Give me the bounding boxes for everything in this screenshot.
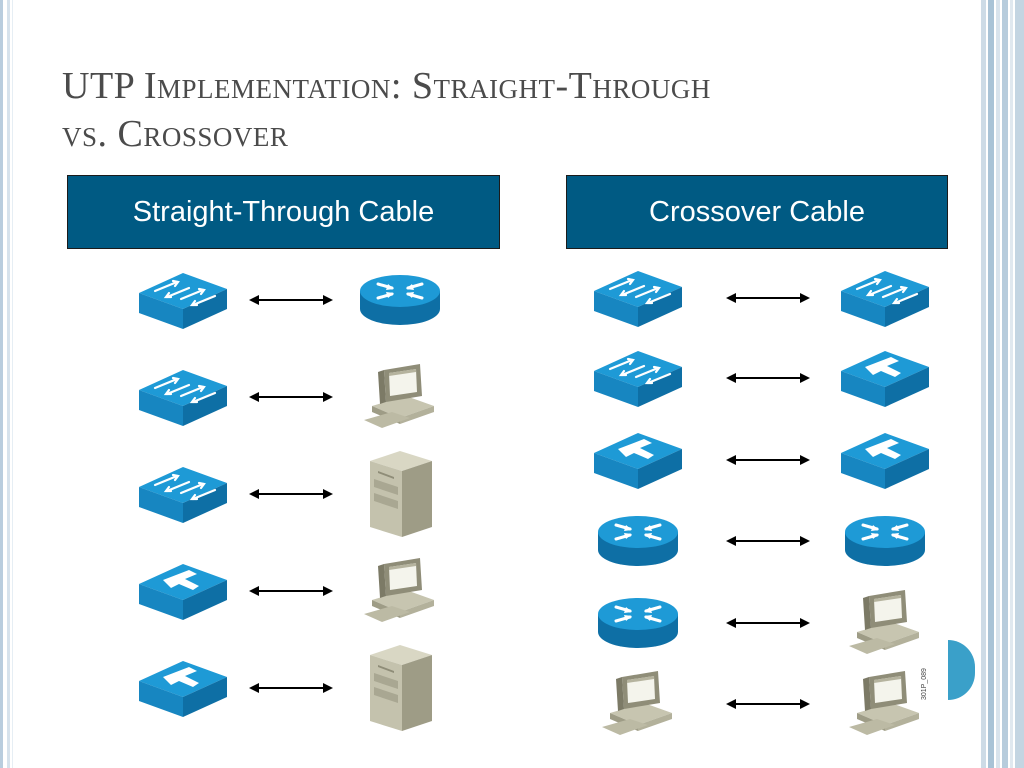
left-decor-rail xyxy=(12,0,13,768)
decor-half-circle xyxy=(948,640,975,700)
double-arrow-icon xyxy=(726,616,810,635)
switch-icon xyxy=(137,366,229,433)
double-arrow-icon xyxy=(249,584,333,603)
double-arrow-icon xyxy=(726,697,810,716)
router-icon xyxy=(358,271,442,334)
double-arrow-icon xyxy=(249,681,333,700)
crossover-header-label: Crossover Cable xyxy=(649,195,865,228)
hub-icon xyxy=(137,560,229,627)
double-arrow-icon xyxy=(726,291,810,310)
hub-icon xyxy=(839,429,931,496)
right-decor-rail xyxy=(988,0,994,768)
hub-icon xyxy=(839,347,931,414)
switch-icon xyxy=(137,463,229,530)
double-arrow-icon xyxy=(249,390,333,409)
right-decor-rail xyxy=(1002,0,1008,768)
switch-icon xyxy=(592,347,684,414)
server-icon xyxy=(362,643,438,738)
pc-icon xyxy=(362,362,438,437)
switch-icon xyxy=(137,269,229,336)
right-decor-rail xyxy=(1015,0,1024,768)
left-decor-rail xyxy=(0,0,3,768)
straight-through-header: Straight-Through Cable xyxy=(67,175,500,249)
figure-code: 301P_089 xyxy=(921,668,928,700)
router-icon xyxy=(596,594,680,657)
switch-icon xyxy=(839,267,931,334)
straight-through-header-label: Straight-Through Cable xyxy=(132,195,435,228)
right-decor-rail xyxy=(1010,0,1013,768)
crossover-header: Crossover Cable xyxy=(566,175,948,249)
switch-icon xyxy=(592,267,684,334)
double-arrow-icon xyxy=(726,371,810,390)
right-decor-rail xyxy=(981,0,986,768)
router-icon xyxy=(843,512,927,575)
double-arrow-icon xyxy=(726,534,810,553)
right-decor-rail xyxy=(978,0,981,768)
left-decor-rail xyxy=(7,0,10,768)
double-arrow-icon xyxy=(726,453,810,472)
title-line-1: UTP Implementation: Straight-Through xyxy=(62,65,711,107)
router-icon xyxy=(596,512,680,575)
right-decor-rail xyxy=(996,0,1000,768)
server-icon xyxy=(362,449,438,544)
pc-icon xyxy=(362,556,438,631)
pc-icon xyxy=(847,588,923,663)
title-line-2: vs. Crossover xyxy=(62,113,289,155)
hub-icon xyxy=(592,429,684,496)
slide-title: UTP Implementation: Straight-Through vs.… xyxy=(62,62,942,158)
hub-icon xyxy=(137,657,229,724)
pc-icon xyxy=(847,669,923,744)
double-arrow-icon xyxy=(249,293,333,312)
double-arrow-icon xyxy=(249,487,333,506)
pc-icon xyxy=(600,669,676,744)
